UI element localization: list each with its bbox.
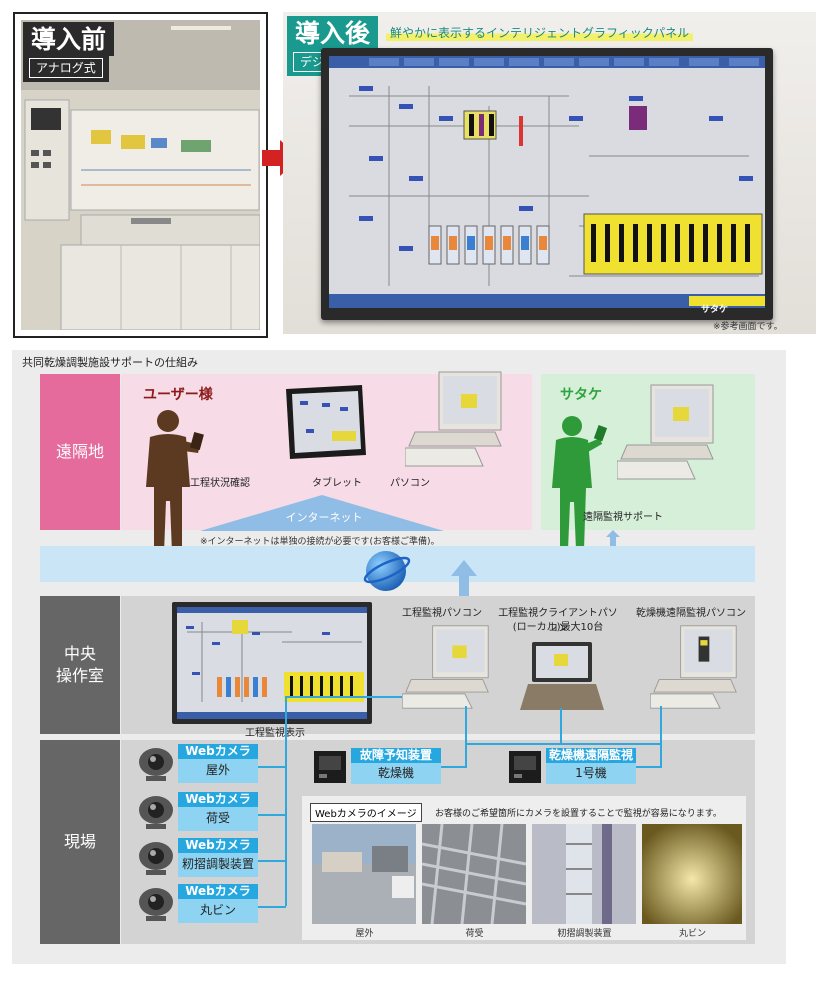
before-title: 導入前 xyxy=(23,22,115,56)
camera-box-1: Webカメラ 屋外 xyxy=(178,744,258,783)
globe-icon xyxy=(363,551,411,591)
camera-place-4: 丸ビン xyxy=(199,903,236,917)
line-display-pc xyxy=(285,696,402,698)
photo-caption-4: 丸ビン xyxy=(678,929,706,939)
satake-arrow-icon xyxy=(606,530,620,546)
camera-place-1: 屋外 xyxy=(205,763,230,777)
line-cam1 xyxy=(258,766,286,768)
internet-triangle xyxy=(200,495,444,531)
zone-central-label: 中央 操作室 xyxy=(40,596,120,734)
line-device1 xyxy=(441,766,467,768)
webcam-image-label: Webカメラのイメージ xyxy=(310,803,422,822)
dryer-pc-icon xyxy=(650,625,737,709)
photo-receiving xyxy=(422,824,526,924)
photo-outdoor xyxy=(312,824,416,924)
graphic-panel-screen xyxy=(329,56,765,308)
upload-arrow-icon xyxy=(451,560,477,624)
process-display-label: 工程監視表示 xyxy=(245,728,305,739)
device-box-2: 乾燥機遠隔監視 1号機 xyxy=(546,748,636,784)
user-pc-icon xyxy=(405,371,502,467)
camera-place-2: 荷受 xyxy=(205,811,230,825)
camera-title-3: Webカメラ xyxy=(178,838,258,853)
satake-name: サタケ xyxy=(560,387,602,403)
pc-label: パソコン xyxy=(390,478,430,489)
client-pc-label-2: (ローカル)最大10台 xyxy=(512,622,604,633)
graphic-panel-monitor xyxy=(321,48,773,320)
line-pc-device1 xyxy=(465,706,467,768)
camera-box-4: Webカメラ 丸ビン xyxy=(178,884,258,923)
client-laptop-icon xyxy=(520,642,604,710)
internet-note: ※インターネットは単独の接続が必要です(お客様ご準備)。 xyxy=(200,537,440,547)
webcam-image-desc: お客様のご希望箇所にカメラを設置することで監視が容易になります。 xyxy=(435,809,722,819)
satake-support-label: 遠隔監視サポート xyxy=(583,512,663,523)
line-cam3 xyxy=(258,860,286,862)
process-display-monitor xyxy=(172,602,372,724)
webcam-icon xyxy=(139,748,173,781)
internet-label: インターネット xyxy=(285,511,363,524)
after-tagline: 鮮やかに表示するインテリジェントグラフィックパネル xyxy=(386,24,694,41)
before-subtitle: アナログ式 xyxy=(29,58,103,78)
camera-box-3: Webカメラ 籾摺調製装置 xyxy=(178,838,258,877)
camera-title-4: Webカメラ xyxy=(178,884,258,899)
before-subtitle-wrap: アナログ式 xyxy=(23,54,109,82)
after-note: ※参考画面です。 xyxy=(713,322,783,332)
client-pc-label-1: 工程監視クライアントパソコン xyxy=(498,608,618,634)
satake-pc-icon xyxy=(617,384,714,480)
before-panel: 導入前 アナログ式 xyxy=(13,12,268,338)
photo-hulling xyxy=(532,824,636,924)
device-box-1: 故障予知装置 乾燥機 xyxy=(351,748,441,784)
camera-title-2: Webカメラ xyxy=(178,792,258,807)
camera-title-1: Webカメラ xyxy=(178,744,258,759)
device-box-icon xyxy=(314,751,346,783)
dryer-pc-label: 乾燥機遠隔監視パソコン xyxy=(636,608,746,619)
process-pc-icon xyxy=(402,625,489,709)
brand-logo: サタケ xyxy=(701,305,729,315)
zone-site-label: 現場 xyxy=(40,740,120,944)
device-title-2: 乾燥機遠隔監視 xyxy=(546,748,636,763)
device-box-icon xyxy=(509,751,541,783)
line-device2 xyxy=(636,766,662,768)
user-check-label: 工程状況確認 xyxy=(190,478,250,489)
camera-box-2: Webカメラ 荷受 xyxy=(178,792,258,831)
tablet-label: タブレット xyxy=(312,478,362,489)
zone-remote-label: 遠隔地 xyxy=(40,374,120,530)
user-name: ユーザー様 xyxy=(143,387,213,403)
photo-caption-2: 荷受 xyxy=(465,929,484,939)
line-cam4 xyxy=(258,906,286,908)
zone-central-text: 中央 操作室 xyxy=(55,644,104,685)
line-laptop xyxy=(560,708,562,744)
user-person-icon xyxy=(146,410,204,553)
device-title-1: 故障予知装置 xyxy=(351,748,441,763)
tablet-icon xyxy=(286,385,366,459)
device-sub-2: 1号機 xyxy=(575,766,607,780)
webcam-icon xyxy=(139,888,173,921)
photo-caption-1: 屋外 xyxy=(355,929,374,939)
after-panel: 導入後 デジタル式 鮮やかに表示するインテリジェントグラフィックパネル xyxy=(283,12,816,334)
line-cam2 xyxy=(258,814,286,816)
diagram-heading: 共同乾燥調製施設サポートの仕組み xyxy=(22,356,198,369)
line-camera-trunk xyxy=(285,696,287,906)
device-sub-1: 乾燥機 xyxy=(377,766,414,780)
line-lan xyxy=(465,743,661,745)
line-pc-device2 xyxy=(660,706,662,768)
photo-silo xyxy=(642,824,742,924)
satake-person-icon xyxy=(552,416,608,550)
process-pc-label: 工程監視パソコン xyxy=(402,608,482,619)
webcam-icon xyxy=(139,796,173,829)
after-title: 導入後 xyxy=(287,16,379,50)
camera-place-3: 籾摺調製装置 xyxy=(181,857,254,871)
arrow-right-icon xyxy=(262,140,300,176)
webcam-icon xyxy=(139,842,173,875)
photo-caption-3: 籾摺調製装置 xyxy=(557,929,612,939)
